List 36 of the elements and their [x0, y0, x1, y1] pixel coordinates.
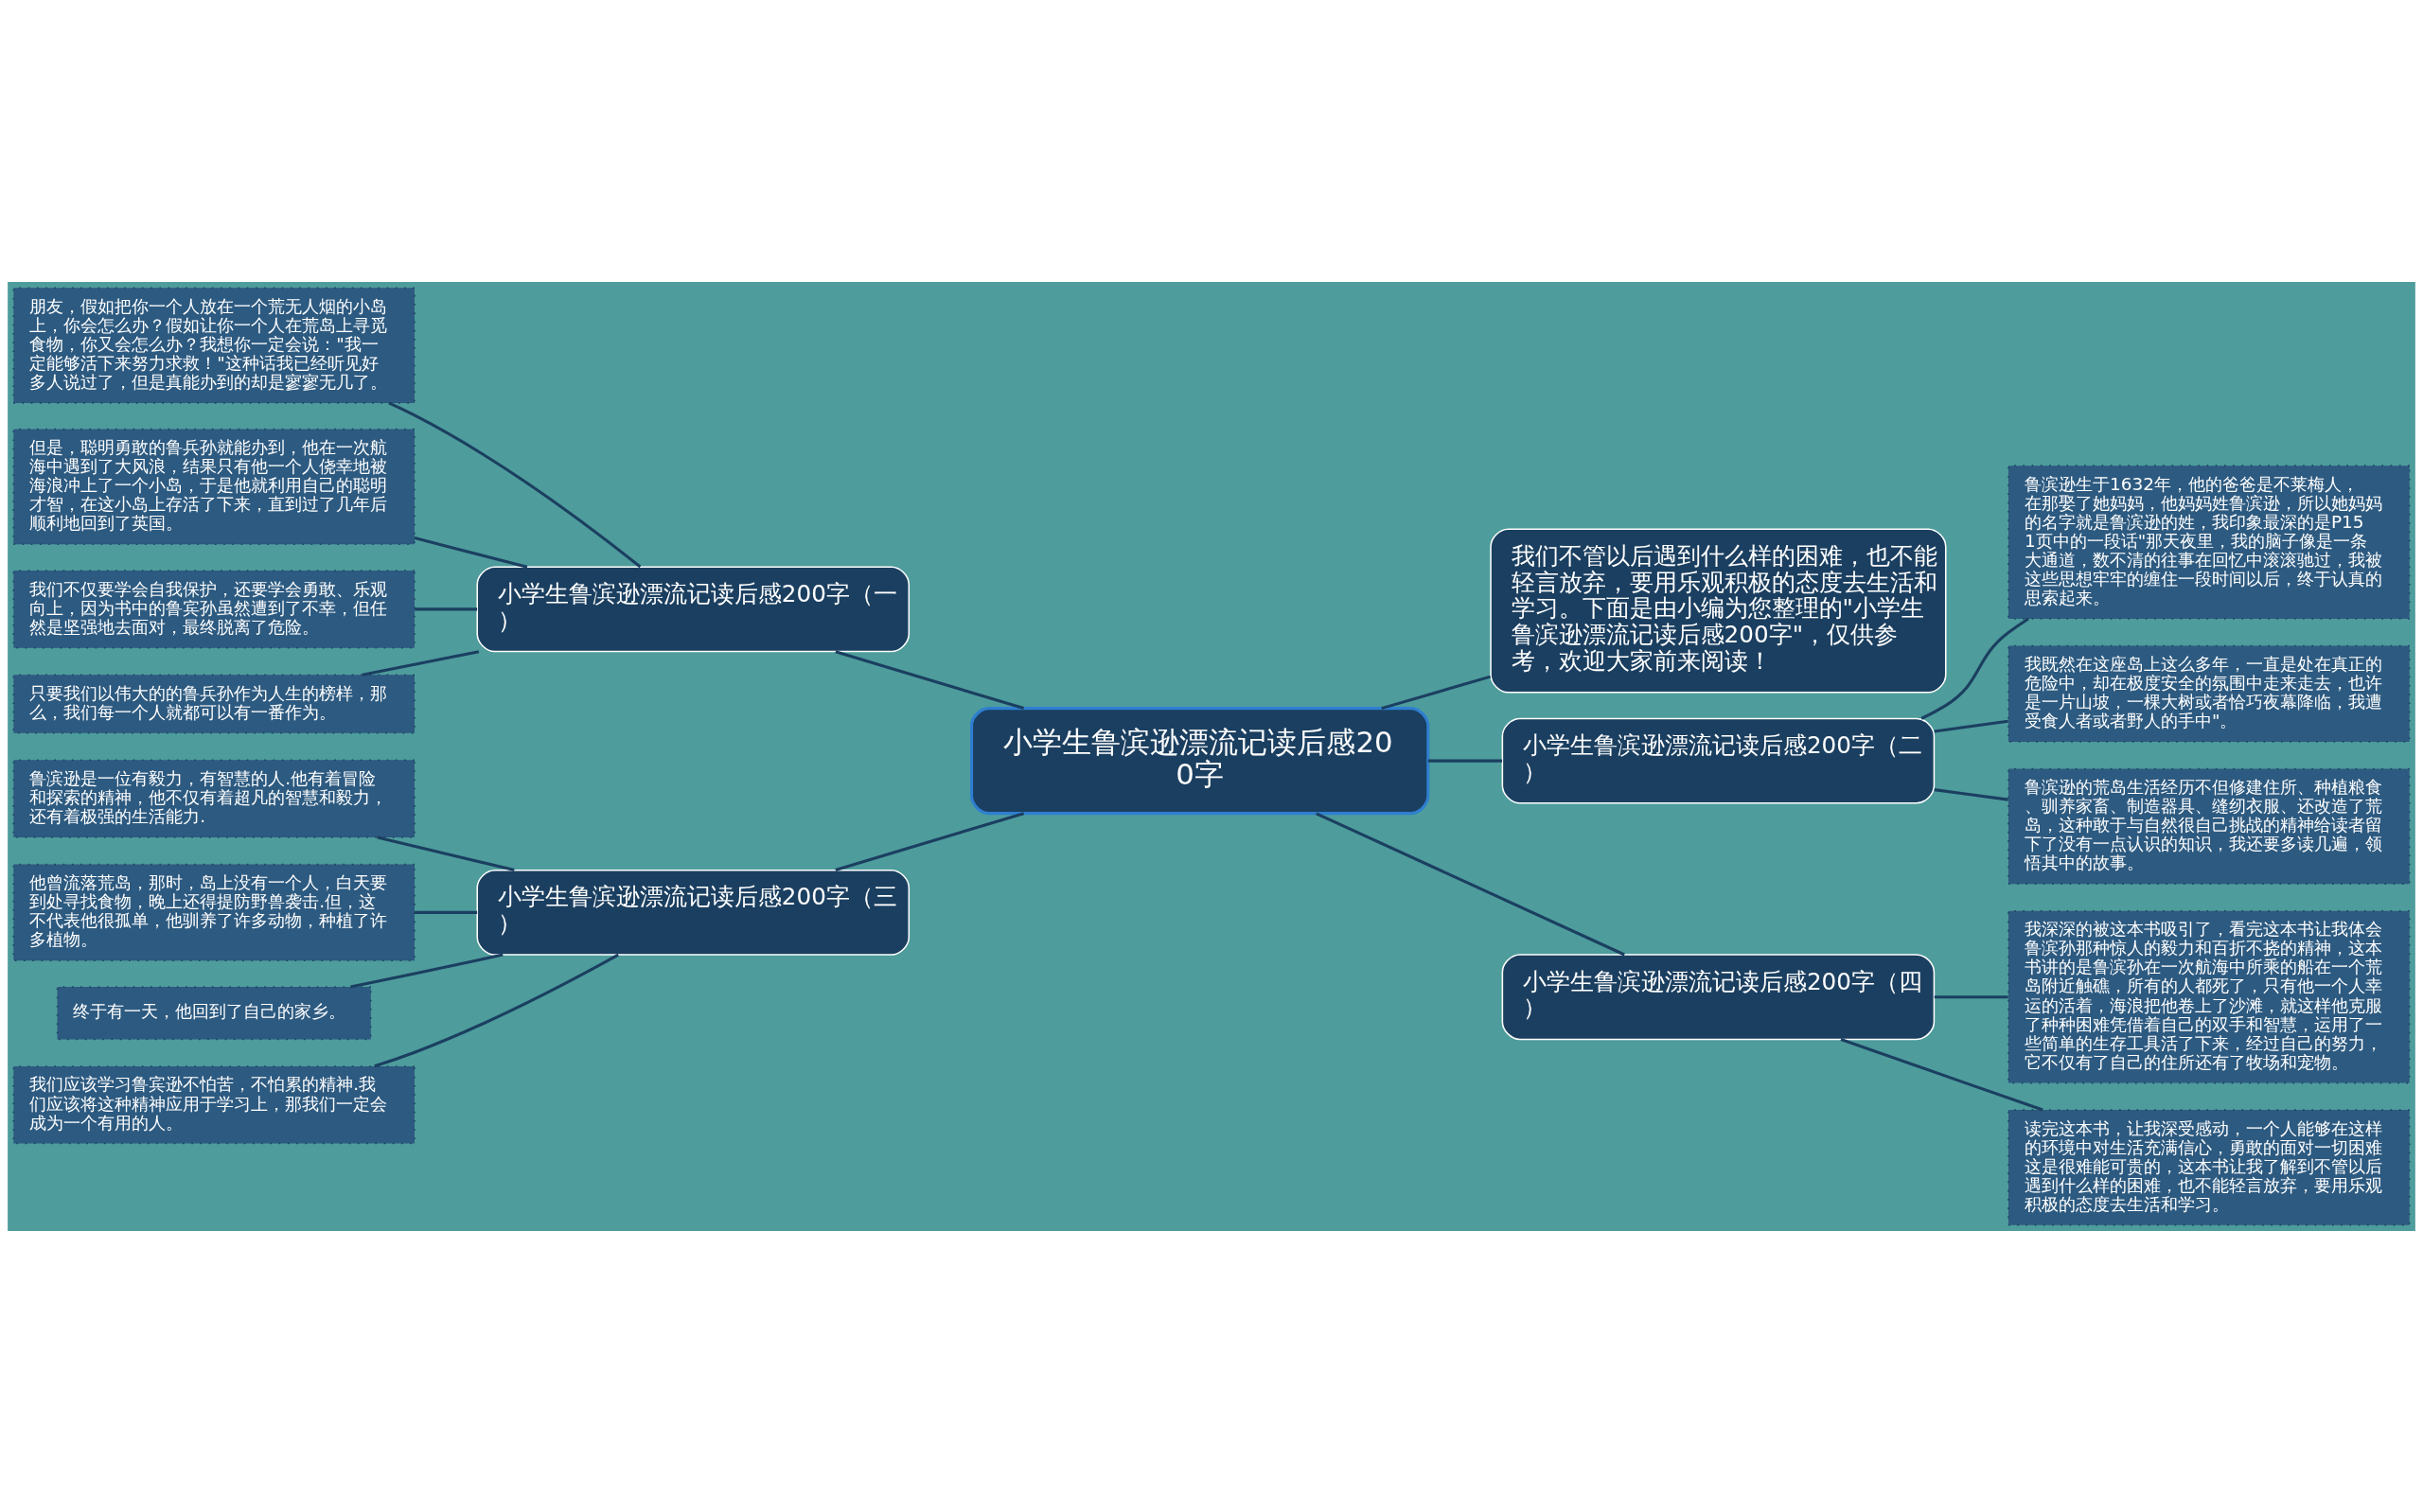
node-box: 小学生鲁滨逊漂流记读后感200字（四）: [1501, 953, 1936, 1040]
connector: [377, 835, 515, 871]
connector: [1934, 994, 2008, 998]
node-box: 他曾流落荒岛，那时，岛上没有一个人，白天要到处寻找食物，晚上还得提防野兽袭击.但，这不代表他很孤单，他驯养了许多动物，种植了许多植物。: [12, 863, 416, 961]
node-box: 鲁滨逊的荒岛生活经历不但修建住所、种植粮食、驯养家畜、制造器具、缝纫衣服、还改造了荒岛，这种敢于与自然很自己挑战的精神给读者留下了没有一点认识的知识，我还要多读几遍，领悟其中的故事。: [2007, 767, 2411, 885]
node-box: 小学生鲁滨逊漂流记读后感200字（二）: [1501, 717, 1936, 804]
node-box: 朋友，假如把你一个人放在一个荒无人烟的小岛上，你会怎么办？假如让你一个人在荒岛上寻觅食物，你又会怎么办？我想你一定会说："我一定能够活下来努力求救！"这种话我已经听见好多人说过了，但是真能办到的却是寥寥无几了。: [12, 286, 416, 404]
node-box: 鲁滨逊是一位有毅力，有智慧的人.他有着冒险和探索的精神，他不仅有着超凡的智慧和毅力，还有着极强的生活能力.: [12, 759, 416, 838]
connector: [835, 649, 1025, 710]
node-box: 只要我们以伟大的的鲁兵孙作为人生的榜样，那么，我们每一个人就都可以有一番作为。: [12, 673, 416, 734]
node-box: 我深深的被这本书吸引了，看完这本书让我体会鲁滨孙那种惊人的毅力和百折不挠的精神，这本书讲的是鲁滨孙在一次航海中所乘的船在一个荒岛附近触礁，所有的人都死了，只有他一个人幸运的活着，海浪把他卷上了沙滩，就这样他克服了种种困难凭借着自己的双手和智慧，运用了一些简单的生存工具活了下来，经过自己的努力，它不仅有了自己的住所还有了牧场和宠物。: [2007, 909, 2411, 1083]
connector: [1920, 617, 2029, 720]
connector: [1934, 719, 2008, 732]
connector: [835, 811, 1025, 871]
node-box: 小学生鲁滨逊漂流记读后感200字（一）: [476, 565, 911, 652]
node-box: 读完这本书，让我深受感动，一个人能够在这样的环境中对生活充满信心，勇敢的面对一切困难这是很难能可贵的，这本书让我了解到不管以后遇到什么样的困难，也不能轻言放弃，要用乐观积极的态度去生活和学习。: [2007, 1108, 2411, 1226]
connector: [1934, 787, 2008, 801]
connector: [414, 536, 528, 569]
node-box: 我们不管以后遇到什么样的困难，也不能轻言放弃，要用乐观积极的态度去生活和学习。下面是由小编为您整理的"小学生鲁滨逊漂流记读后感200字"，仅供参考，欢迎大家前来阅读！: [1490, 527, 1947, 693]
node-box: 小学生鲁滨逊漂流记读后感200字: [970, 706, 1430, 815]
connector: [374, 953, 619, 1067]
node-box: 但是，聪明勇敢的鲁兵孙就能办到，他在一次航海中遇到了大风浪，结果只有他一个人侥幸地被海浪冲上了一个小岛，于是他就利用自己的聪明才智，在这小岛上存活了下来，直到过了几年后顺利地回到了英国。: [12, 428, 416, 545]
node-box: 小学生鲁滨逊漂流记读后感200字（三）: [476, 869, 911, 956]
connector: [388, 401, 642, 568]
node-box: 鲁滨逊生于1632年，他的爸爸是不莱梅人，在那娶了她妈妈，他妈妈姓鲁滨逊，所以她妈妈的名字就是鲁滨逊的姓，我印象最深的是P151页中的一段话"那天夜里，我的脑子像是一条大通道，数不清的往事在回忆中滚滚驰过，我被这些思想牢牢的缠住一段时间以后，终于认真的思索起来。: [2007, 464, 2411, 620]
node-box: 我们应该学习鲁宾逊不怕苦，不怕累的精神.我们应该将这种精神应用于学习上，那我们一定会成为一个有用的人。: [12, 1064, 416, 1144]
connector: [350, 953, 504, 988]
connector: [1316, 811, 1625, 956]
connector: [1427, 759, 1503, 763]
connector: [415, 607, 478, 610]
node-box: 终于有一天，他回到了自己的家乡。: [56, 985, 372, 1040]
connector: [415, 910, 478, 914]
connector: [1381, 675, 1492, 710]
node-box: 我们不仅要学会自我保护，还要学会勇敢、乐观向上，因为书中的鲁宾孙虽然遭到了不幸，但任然是坚强地去面对，最终脱离了危险。: [12, 569, 416, 648]
node-box: 我既然在这座岛上这么多年，一直是处在真正的危险中，却在极度安全的氛围中走来走去，也许是一片山坡，一棵大树或者恰巧夜幕降临，我遭受食人者或者野人的手中"。: [2007, 644, 2411, 743]
connector: [1840, 1037, 2043, 1112]
